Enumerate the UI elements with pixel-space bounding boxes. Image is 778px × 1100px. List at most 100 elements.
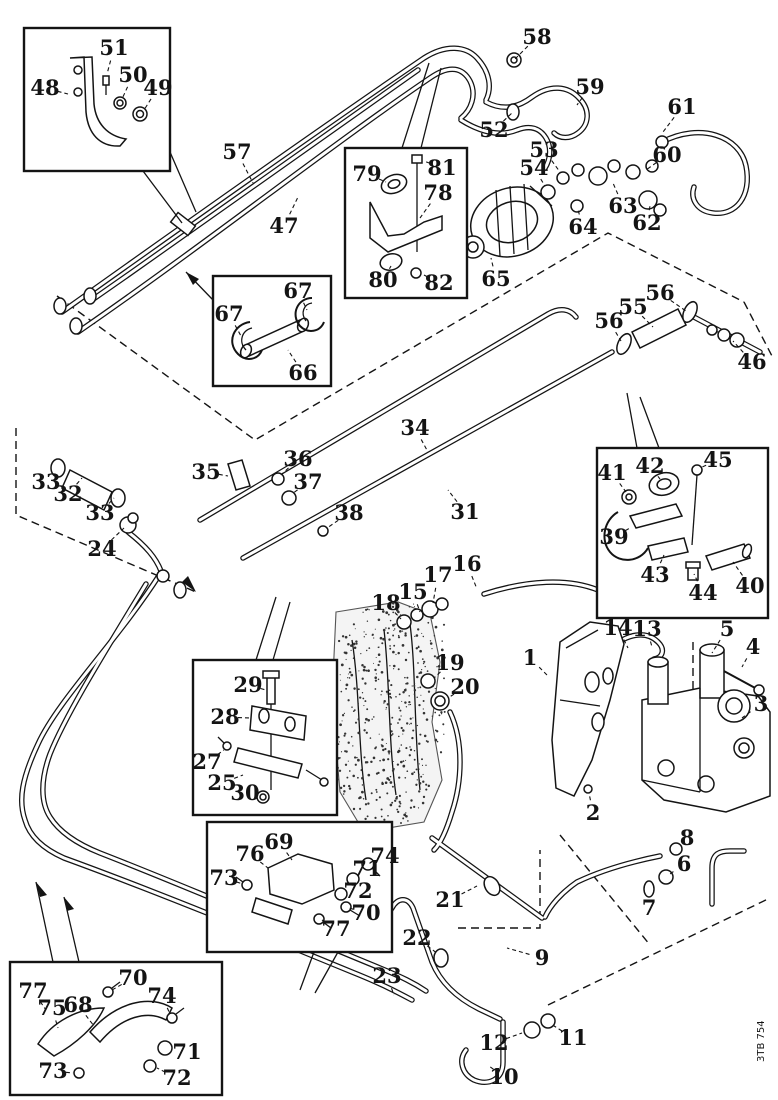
callout-label-46: 46 <box>737 349 766 374</box>
leader-line <box>659 554 665 564</box>
stipple-dot <box>385 627 387 629</box>
stipple-dot <box>373 662 374 664</box>
stipple-dot <box>427 784 431 788</box>
stipple-dot <box>398 800 401 803</box>
pipe-inner <box>41 582 428 993</box>
stipple-dot <box>377 663 380 667</box>
stipple-dot <box>436 730 439 733</box>
callout-label-23: 23 <box>372 963 401 988</box>
stipple-dot <box>339 723 342 727</box>
stipple-dot <box>386 631 389 635</box>
stipple-dot <box>397 634 400 637</box>
nut-72 <box>143 1059 157 1073</box>
hydraulic-pump-65 <box>461 183 555 259</box>
stipple-dot <box>423 660 426 663</box>
leader-line <box>645 162 657 171</box>
stipple-dot <box>403 730 405 732</box>
stipple-dot <box>411 736 414 740</box>
stipple-dot <box>377 646 380 649</box>
pipe-inner <box>198 308 578 522</box>
bolt-51 <box>102 75 110 86</box>
callout-label-37: 37 <box>293 469 322 494</box>
callout-label-73: 73 <box>209 865 238 890</box>
bracket-78 <box>369 201 443 253</box>
stipple-dot <box>346 776 349 779</box>
stipple-dot <box>361 692 364 694</box>
stipple-dot <box>399 630 402 633</box>
bolt-74 <box>361 857 375 871</box>
stipple-dot <box>341 720 343 722</box>
stipple-dot <box>404 776 407 779</box>
leader-line <box>461 885 478 895</box>
stipple-dot <box>397 810 400 814</box>
stipple-dot <box>353 646 357 650</box>
leader-line <box>378 178 387 183</box>
leader-line <box>388 265 392 269</box>
stipple-dot <box>385 707 388 709</box>
coupler-55 <box>630 307 688 350</box>
leader-line <box>390 988 395 996</box>
callout-label-49: 49 <box>143 75 172 100</box>
leader-line <box>612 182 619 195</box>
stipple-dot <box>407 651 410 654</box>
callout-label-63: 63 <box>608 193 637 218</box>
stipple-dot <box>362 668 366 672</box>
stipple-dot <box>395 797 398 800</box>
stipple-dot <box>351 706 353 708</box>
arrowhead <box>64 897 74 911</box>
stipple-dot <box>401 630 404 632</box>
leader-line <box>623 639 629 649</box>
stipple-dot <box>393 629 395 631</box>
pipe-inner <box>432 710 462 852</box>
stipple-dot <box>364 721 367 724</box>
leader-line <box>303 302 308 311</box>
callout-label-80: 80 <box>368 267 397 292</box>
stipple-dot <box>365 731 368 734</box>
clip-67 <box>294 297 325 332</box>
leader-line <box>488 1065 494 1070</box>
stipple-dot <box>412 729 415 732</box>
stipple-dot <box>383 702 385 704</box>
stipple-dot <box>387 758 390 761</box>
stipple-dot <box>425 764 427 767</box>
stipple-dot <box>398 707 400 710</box>
stipple-dot <box>354 721 358 724</box>
clip-67 <box>231 321 263 360</box>
stipple-dot <box>361 663 364 667</box>
stipple-dot <box>418 781 422 785</box>
stipple-dot <box>434 687 436 690</box>
stipple-dot <box>415 634 419 637</box>
stipple-dot <box>403 688 407 692</box>
stipple-dot <box>348 787 352 790</box>
stipple-dot <box>387 814 389 817</box>
stipple-dot <box>380 808 383 811</box>
stipple-dot <box>379 759 381 762</box>
stipple-dot <box>389 619 392 622</box>
stipple-dot <box>388 752 390 755</box>
stipple-dot <box>357 776 359 779</box>
stipple-dot <box>390 734 393 737</box>
stipple-dot <box>391 716 394 719</box>
leader-line <box>625 527 631 532</box>
stipple-dot <box>419 649 422 653</box>
stipple-dot <box>375 798 378 801</box>
callout-label-71: 71 <box>172 1039 201 1064</box>
stipple-dot <box>391 769 395 773</box>
stipple-dot <box>358 796 361 800</box>
stipple-dot <box>418 779 421 782</box>
stipple-dot <box>352 807 356 811</box>
stipple-dot <box>398 735 400 738</box>
leader-line <box>641 315 654 328</box>
stipple-dot <box>393 768 395 770</box>
stipple-dot <box>413 603 415 605</box>
stipple-dot <box>410 799 413 802</box>
leader-line <box>513 45 529 61</box>
stipple-dot <box>353 709 356 711</box>
callout-label-74: 74 <box>370 843 399 868</box>
stipple-dot <box>396 808 399 811</box>
stipple-dot <box>405 759 407 761</box>
stipple-dot <box>420 775 423 778</box>
callout-label-42: 42 <box>635 453 664 478</box>
callout-label-73: 73 <box>38 1058 67 1083</box>
